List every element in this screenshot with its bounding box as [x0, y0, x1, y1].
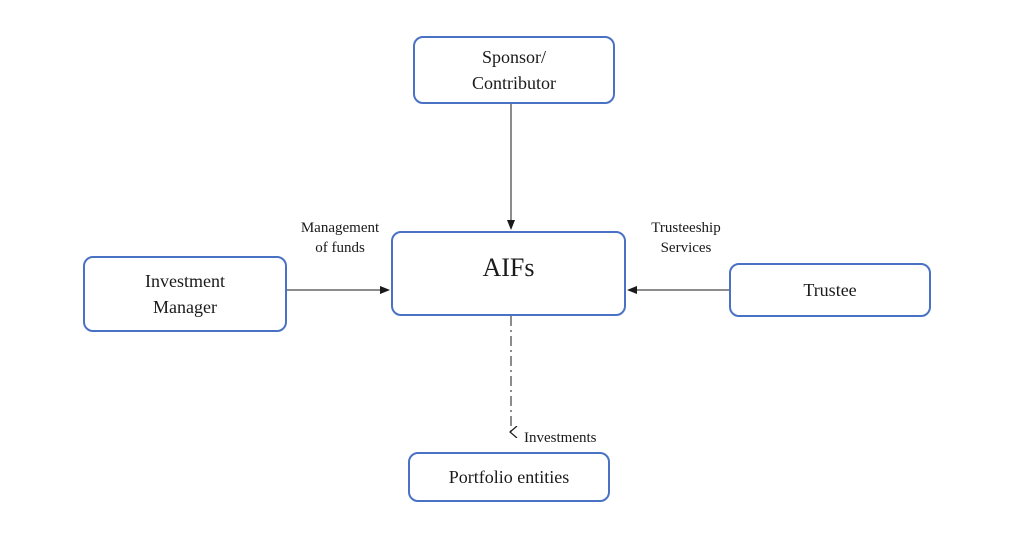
sponsor-contributor-label: Sponsor/ Contributor: [472, 47, 556, 93]
investment-manager-label: Investment Manager: [145, 271, 225, 317]
sponsor-contributor-box: Sponsor/ Contributor: [413, 36, 615, 104]
aifs-box: AIFs: [391, 231, 626, 316]
aifs-label: AIFs: [482, 253, 535, 282]
trusteeship-services-label: Trusteeship Services: [651, 220, 721, 256]
investment-manager-box: Investment Manager: [83, 256, 287, 332]
portfolio-entities-label: Portfolio entities: [448, 467, 570, 487]
management-of-funds-label: Management of funds: [300, 220, 380, 256]
trustee-box: Trustee: [729, 263, 931, 317]
investments-label: Investments: [524, 430, 597, 446]
portfolio-entities-box: Portfolio entities: [408, 452, 610, 502]
trustee-label: Trustee: [803, 280, 857, 300]
